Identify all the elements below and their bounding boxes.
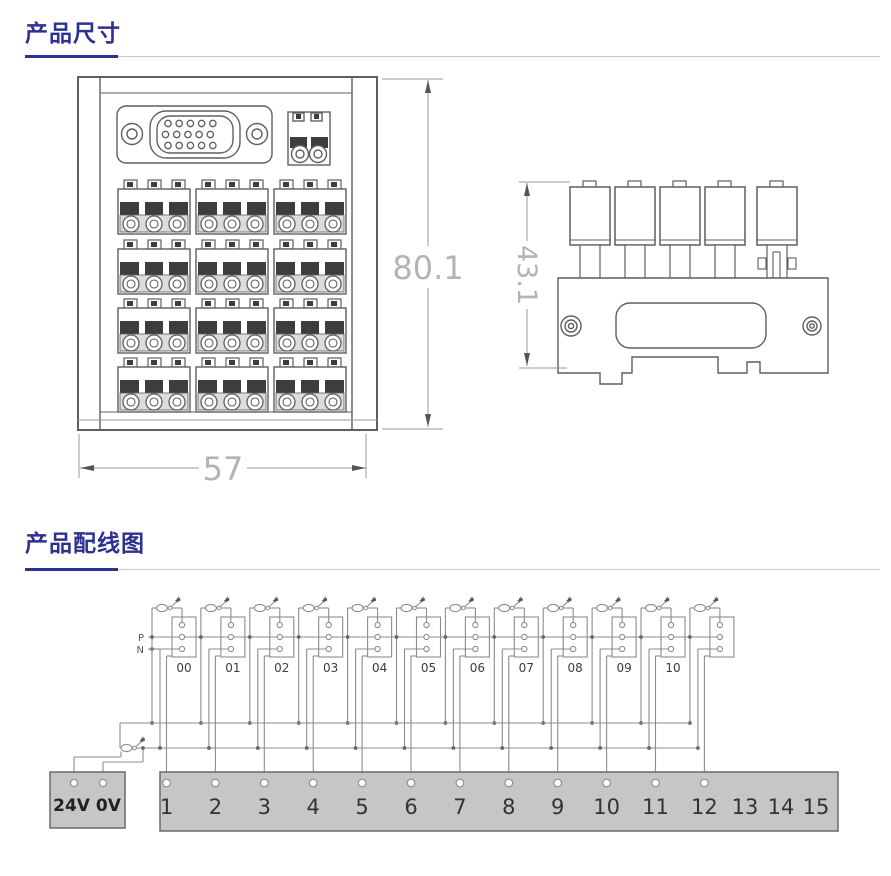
power-supply-box	[49, 771, 126, 829]
terminal-circle	[700, 778, 709, 788]
relay-unit-label: 02	[274, 661, 289, 675]
section-title-product-dimensions: 产品尺寸	[25, 21, 121, 47]
rule-line	[118, 56, 880, 57]
p-rail-label: P	[138, 633, 144, 644]
power-terminal-block	[287, 111, 331, 166]
terminal-block	[117, 239, 191, 295]
terminal-number: 7	[453, 795, 466, 819]
terminal-number: 12	[691, 795, 718, 819]
relay-unit-label: 01	[225, 661, 240, 675]
side-view-drawing	[557, 180, 829, 385]
terminal-circle	[259, 778, 269, 788]
terminal-block	[273, 357, 347, 413]
terminal-number: 4	[307, 795, 320, 819]
terminal-block	[117, 357, 191, 413]
relay-unit-label: 06	[470, 661, 485, 675]
relay-unit: 09	[590, 596, 637, 779]
terminal-number: 2	[209, 795, 222, 819]
front-view-dimensions	[78, 78, 462, 487]
terminal-number: 6	[404, 795, 417, 819]
relay-unit-label: 08	[568, 661, 583, 675]
rule-line	[118, 569, 880, 570]
terminal-strip	[159, 771, 839, 832]
terminal-number: 1	[160, 795, 173, 819]
terminal-block	[273, 298, 347, 354]
power-box-label: 24V 0V	[53, 796, 122, 816]
relay-unit: 03	[296, 596, 344, 779]
relay-unit-label: 04	[372, 661, 387, 675]
dsub-connector	[116, 105, 273, 164]
terminal-number: 5	[355, 795, 368, 819]
relay-unit: 02	[247, 596, 295, 779]
side-relay-blocks	[569, 180, 798, 279]
terminal-block	[273, 179, 347, 235]
relay-unit: 10	[639, 596, 686, 779]
relay-unit: 04	[345, 596, 393, 779]
terminal-circle	[406, 778, 416, 788]
relay-unit: 05	[394, 596, 442, 779]
terminal-circle	[651, 778, 660, 788]
terminal-block	[195, 298, 269, 354]
rule-accent	[25, 55, 118, 58]
terminal-number: 3	[258, 795, 271, 819]
terminal-circle	[602, 778, 611, 788]
relay-unit-label: 00	[176, 661, 191, 675]
relay-unit-label: 07	[519, 661, 534, 675]
terminal-number: 13	[732, 795, 759, 819]
terminal-circle	[455, 778, 465, 788]
wiring-diagram: 00 01 02 03 04 05 06 07 08 09 10	[73, 596, 735, 780]
side-view-dimension	[515, 181, 570, 369]
section-title-wiring-diagram: 产品配线图	[25, 531, 145, 557]
terminal-circle	[211, 778, 220, 788]
relay-unit-label: 10	[665, 661, 680, 675]
terminal-circle	[162, 778, 171, 788]
terminal-block	[195, 179, 269, 235]
relay-unit	[688, 596, 735, 779]
terminal-number: 9	[551, 795, 564, 819]
section-rule-dimensions	[25, 55, 880, 59]
dsub-pins	[161, 119, 217, 150]
dimension-width-label: 57	[203, 450, 244, 488]
relay-unit: 07	[492, 596, 539, 779]
terminal-number: 14	[768, 795, 795, 819]
terminal-circle	[504, 778, 514, 788]
relay-unit: 06	[443, 596, 490, 779]
relay-unit: 08	[541, 596, 588, 779]
terminal-block	[273, 239, 347, 295]
rule-accent	[25, 568, 118, 571]
terminal-number: 15	[803, 795, 830, 819]
terminal-circle	[553, 778, 563, 788]
relay-unit-label: 03	[323, 661, 338, 675]
relay-unit: 00	[150, 596, 197, 779]
terminal-block	[195, 239, 269, 295]
n-rail-label: N	[137, 645, 144, 656]
front-view-drawing	[77, 76, 378, 431]
relay-unit-label: 09	[616, 661, 631, 675]
terminal-number: 11	[642, 795, 669, 819]
terminal-block	[195, 357, 269, 413]
terminal-circle	[308, 778, 318, 788]
dimension-height-label: 80.1	[392, 249, 463, 287]
relay-unit-label: 05	[421, 661, 436, 675]
section-rule-wiring	[25, 568, 880, 572]
terminal-block-grid	[117, 179, 347, 413]
terminal-circle	[357, 778, 367, 788]
terminal-number: 8	[502, 795, 515, 819]
relay-unit: 01	[199, 596, 246, 779]
dimension-depth-label: 43.1	[511, 245, 542, 305]
terminal-block	[117, 298, 191, 354]
terminal-number: 10	[593, 795, 620, 819]
terminal-block	[117, 179, 191, 235]
